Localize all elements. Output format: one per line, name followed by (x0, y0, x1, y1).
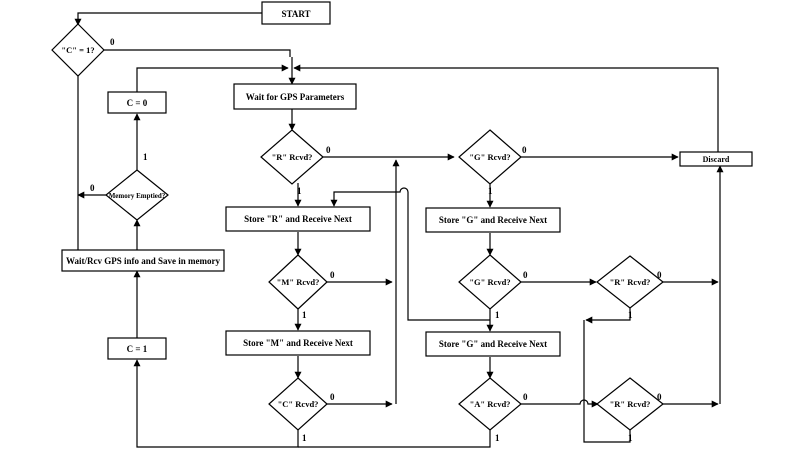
connectors (74, 12, 724, 448)
r-rcvd-mid-label: "R" Rcvd? (610, 277, 651, 287)
r-rcvd-label: "R" Rcvd? (272, 152, 313, 162)
edge-label-r-mid-no: 0 (657, 270, 662, 280)
g-rcvd-top-label: "G" Rcvd? (469, 152, 510, 162)
memory-emptied-label: Memory Emptied? (109, 192, 166, 200)
edge-label-r-top-no: 0 (326, 145, 331, 155)
m-rcvd-label: "M" Rcvd? (277, 277, 320, 287)
edge-start-to-c-check (74, 12, 262, 26)
edge-g-mid-loop (330, 187, 490, 321)
edge-label-g-top-yes: 1 (488, 186, 493, 196)
store-g2-node: Store "G" and Receive Next (425, 331, 561, 357)
memory-emptied-decision: Memory Emptied? (105, 169, 169, 221)
c-rcvd-decision: "C" Rcvd? (268, 377, 328, 431)
edge-label-a-yes: 1 (495, 433, 500, 443)
edge-label-g-mid-yes: 1 (495, 310, 500, 320)
wait-rcv-save-label: Wait/Rcv GPS info and Save in memory (66, 256, 221, 266)
start-node: START (261, 1, 331, 25)
g-rcvd-top-decision: "G" Rcvd? (458, 129, 522, 185)
edge-label-g-top-no: 0 (522, 145, 527, 155)
store-g1-node: Store "G" and Receive Next (425, 207, 561, 233)
edge-label-r-top-yes: 1 (297, 186, 302, 196)
r-rcvd-bot-decision: "R" Rcvd? (596, 377, 664, 431)
g-rcvd-mid-decision: "G" Rcvd? (458, 254, 522, 310)
wait-gps-node: Wait for GPS Parameters (233, 83, 357, 110)
store-r-node: Store "R" and Receive Next (225, 206, 371, 232)
c-one-label: C = 1 (127, 344, 148, 354)
start-label: START (281, 9, 310, 19)
edge-c-check-no (104, 49, 291, 57)
edge-label-a-no: 0 (523, 392, 528, 402)
edge-label-g-mid-no: 0 (523, 270, 528, 280)
edge-r-mid-yes (585, 308, 631, 324)
store-r-label: Store "R" and Receive Next (244, 214, 352, 224)
edge-label-c-yes: 1 (302, 433, 307, 443)
c-check-decision: "C" = 1? (51, 23, 105, 77)
edge-label-c-check-no: 0 (110, 37, 115, 47)
edge-a-no (521, 399, 599, 408)
c-zero-label: C = 0 (127, 98, 148, 108)
wait-gps-label: Wait for GPS Parameters (246, 92, 345, 102)
edge-labels: 0 0 1 0 1 0 1 0 1 0 1 0 1 0 1 0 1 0 1 (90, 37, 662, 443)
c-check-label: "C" = 1? (61, 45, 94, 55)
nodes: START "C" = 1? C = 0 Memory Emptied? Wai… (51, 1, 753, 431)
c-rcvd-label: "C" Rcvd? (278, 399, 319, 409)
wait-rcv-save-node: Wait/Rcv GPS info and Save in memory (61, 249, 225, 272)
store-m-label: Store "M" and Receive Next (243, 338, 353, 348)
c-zero-node: C = 0 (107, 91, 167, 114)
store-m-node: Store "M" and Receive Next (225, 330, 371, 356)
edge-label-r-bot-yes: 1 (628, 433, 633, 443)
edge-loop-top (293, 64, 719, 152)
store-g2-label: Store "G" and Receive Next (439, 339, 547, 349)
g-rcvd-mid-label: "G" Rcvd? (469, 277, 510, 287)
r-rcvd-decision: "R" Rcvd? (260, 129, 324, 185)
r-rcvd-mid-decision: "R" Rcvd? (596, 255, 664, 309)
m-rcvd-decision: "M" Rcvd? (268, 254, 328, 310)
edge-label-m-no: 0 (330, 270, 335, 280)
discard-node: Discard (679, 151, 753, 167)
edge-bottom-bus (133, 359, 299, 448)
c-one-node: C = 1 (107, 337, 167, 360)
a-rcvd-label: "A" Rcvd? (470, 399, 511, 409)
edge-c-zero-up (136, 64, 289, 92)
edge-label-r-bot-no: 0 (657, 392, 662, 402)
edge-label-mem-yes: 1 (143, 152, 148, 162)
edge-label-r-mid-yes: 1 (628, 310, 633, 320)
edge-a-yes-bus (298, 430, 491, 448)
a-rcvd-decision: "A" Rcvd? (458, 377, 522, 431)
discard-label: Discard (703, 155, 730, 164)
edge-label-c-no: 0 (330, 392, 335, 402)
edge-r-bot-yes (583, 320, 631, 443)
store-g1-label: Store "G" and Receive Next (439, 215, 547, 225)
edge-label-m-yes: 1 (302, 310, 307, 320)
r-rcvd-bot-label: "R" Rcvd? (610, 399, 651, 409)
edge-label-mem-no: 0 (90, 183, 95, 193)
